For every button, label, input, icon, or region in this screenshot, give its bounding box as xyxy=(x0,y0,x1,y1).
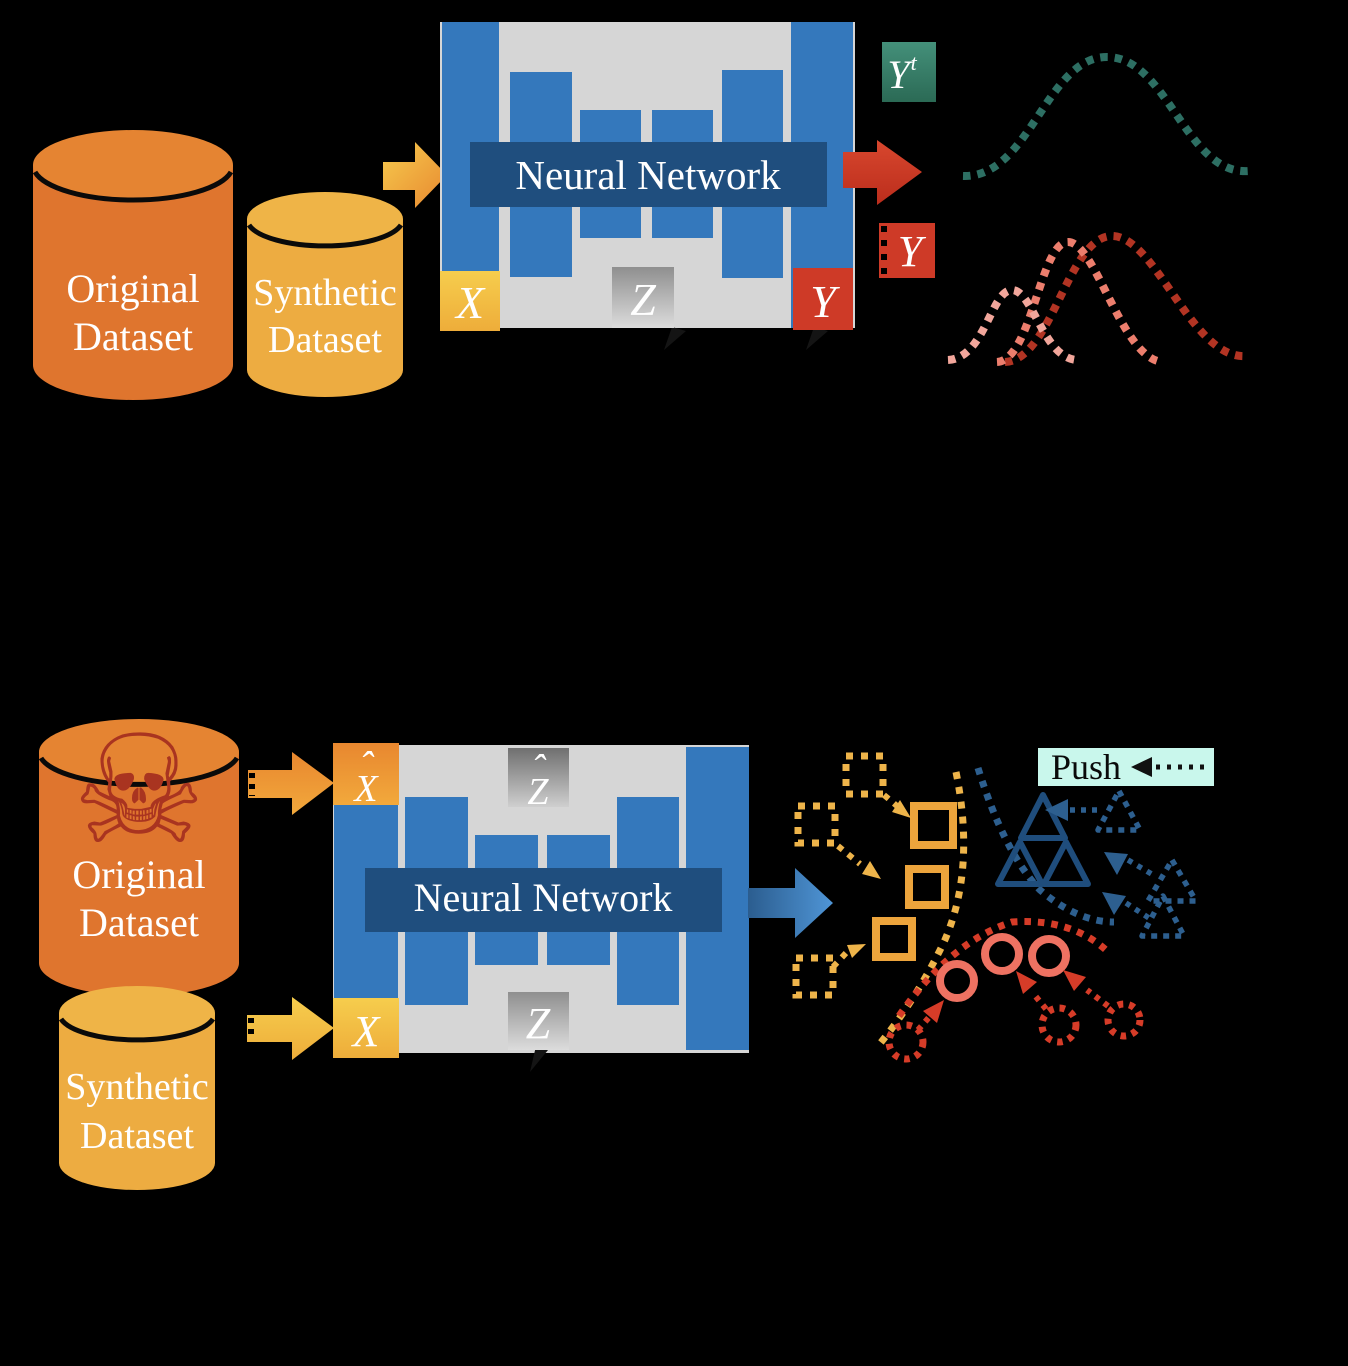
output-arrow-icon xyxy=(843,140,922,205)
pred-distribution-curve-dark xyxy=(1004,231,1247,366)
triangle-pull-arrows xyxy=(1045,799,1157,923)
z-pointer-icon xyxy=(530,1046,548,1072)
pred-distribution-curve-pink xyxy=(947,285,1078,364)
x-badge xyxy=(333,998,399,1058)
true-distribution-curve xyxy=(962,52,1250,181)
solid-triangle xyxy=(1041,839,1091,887)
circle-pull-arrows xyxy=(915,970,1110,1032)
z-hat-badge xyxy=(508,748,569,807)
y-badge-letter: Y xyxy=(810,276,840,327)
push-label-box xyxy=(1038,748,1214,786)
solid-circle xyxy=(981,933,1023,975)
original-dataset-label-line2: Dataset xyxy=(73,314,193,359)
arrow-icon xyxy=(248,752,334,815)
x-badge-letter: X xyxy=(454,277,486,328)
dotted-triangles xyxy=(1095,788,1199,939)
cylinder-rim xyxy=(58,1017,216,1043)
solid-triangle xyxy=(1018,792,1068,841)
dotted-square xyxy=(792,954,837,999)
cylinder-body xyxy=(39,752,239,963)
y-badge xyxy=(793,268,853,330)
solid-square xyxy=(910,802,957,849)
x-hat-letter: X xyxy=(352,768,379,810)
skull-crossbones-icon: ☠ xyxy=(72,704,206,878)
x-badge-letter: X xyxy=(351,1007,382,1056)
input-arrow-icon xyxy=(383,142,447,208)
synthetic-dataset-label-line1: Synthetic xyxy=(253,272,397,314)
x-hat-badge xyxy=(333,743,399,805)
triangle-cluster xyxy=(995,792,1091,887)
z-badge xyxy=(508,992,569,1050)
original-dataset-label-line1: Original xyxy=(72,852,205,897)
y-true-letter: Y xyxy=(887,52,913,97)
synthetic-dataset-label-line1: Synthetic xyxy=(65,1066,209,1108)
z-badge-letter: Z xyxy=(630,274,656,325)
push-label: Push xyxy=(1051,747,1121,787)
cylinder-lid xyxy=(33,130,233,200)
arrow-icon xyxy=(247,997,334,1060)
z-pointer-icon xyxy=(664,327,686,350)
y-true-sup: t xyxy=(911,50,918,75)
original-dataset-label-line1: Original xyxy=(66,266,199,311)
circle-cluster xyxy=(885,933,1144,1063)
z-badge-letter: Z xyxy=(526,999,551,1048)
solid-triangle xyxy=(995,839,1045,887)
dotted-triangle xyxy=(1145,857,1199,904)
top-synthetic-dataset-cylinder: Synthetic Dataset xyxy=(246,192,404,397)
bottom-original-dataset-cylinder: ☠ Original Dataset xyxy=(38,704,240,996)
dotted-square xyxy=(842,752,887,798)
boundary-arc-blue xyxy=(974,766,1115,926)
network-title: Neural Network xyxy=(515,152,781,198)
push-arrow-icon xyxy=(1131,757,1152,777)
y-true-badge: Yt xyxy=(882,42,936,102)
top-diagram: Original Dataset Synthetic Dataset Neura… xyxy=(32,22,1250,400)
network-title-band xyxy=(470,142,827,207)
output-arrow-icon xyxy=(748,868,833,938)
synthetic-input-arrow xyxy=(247,997,334,1060)
original-dataset-label-line2: Dataset xyxy=(79,900,199,945)
bottom-neural-network: Neural Network ˆ X ˆ Z X Z xyxy=(333,743,749,1072)
dotted-circle xyxy=(1104,1000,1144,1040)
top-neural-network: Neural Network X Z Y xyxy=(440,22,855,350)
poisoned-input-arrow xyxy=(248,752,334,815)
network-title: Neural Network xyxy=(414,875,673,920)
top-original-dataset-cylinder: Original Dataset xyxy=(32,130,234,400)
network-title-band xyxy=(365,868,722,932)
dotted-square xyxy=(794,802,839,847)
boundary-arc-red xyxy=(896,918,1109,1018)
synthetic-dataset-label-line2: Dataset xyxy=(80,1115,194,1157)
dotted-triangle xyxy=(1095,788,1143,833)
bottom-diagram: ☠ Original Dataset Synthetic Dataset xyxy=(38,704,1214,1190)
y-pred-badge: Y xyxy=(879,223,935,278)
synthetic-dataset-label-line2: Dataset xyxy=(268,319,382,361)
y-pointer-icon xyxy=(806,327,828,350)
solid-square xyxy=(872,917,916,961)
cylinder-rim xyxy=(246,223,404,249)
pred-distribution-curve-salmon xyxy=(995,237,1164,366)
solid-square xyxy=(905,865,949,909)
x-hat-accent: ˆ xyxy=(359,743,374,788)
cylinder-rim xyxy=(38,756,240,787)
cylinder-rim xyxy=(32,170,234,203)
latent-scatter: Push xyxy=(792,747,1214,1063)
push-callout: Push xyxy=(1038,747,1214,787)
cylinder-lid xyxy=(247,192,403,246)
bottom-synthetic-dataset-cylinder: Synthetic Dataset xyxy=(58,986,216,1190)
svg-text:Yt: Yt xyxy=(887,50,917,97)
z-hat-letter: Z xyxy=(527,771,549,813)
cylinder-lid xyxy=(59,986,215,1040)
dotted-circle xyxy=(885,1021,927,1063)
cylinder-lid xyxy=(39,719,239,785)
solid-circle xyxy=(1028,935,1070,977)
z-hat-accent: ˆ xyxy=(531,746,546,791)
square-pull-arrows xyxy=(830,792,911,970)
y-pred-letter: Y xyxy=(898,227,927,276)
dotted-triangle xyxy=(1139,893,1187,939)
z-badge xyxy=(612,267,674,328)
x-badge xyxy=(440,271,500,331)
solid-circle xyxy=(936,960,978,1002)
dotted-circle xyxy=(1038,1004,1080,1046)
